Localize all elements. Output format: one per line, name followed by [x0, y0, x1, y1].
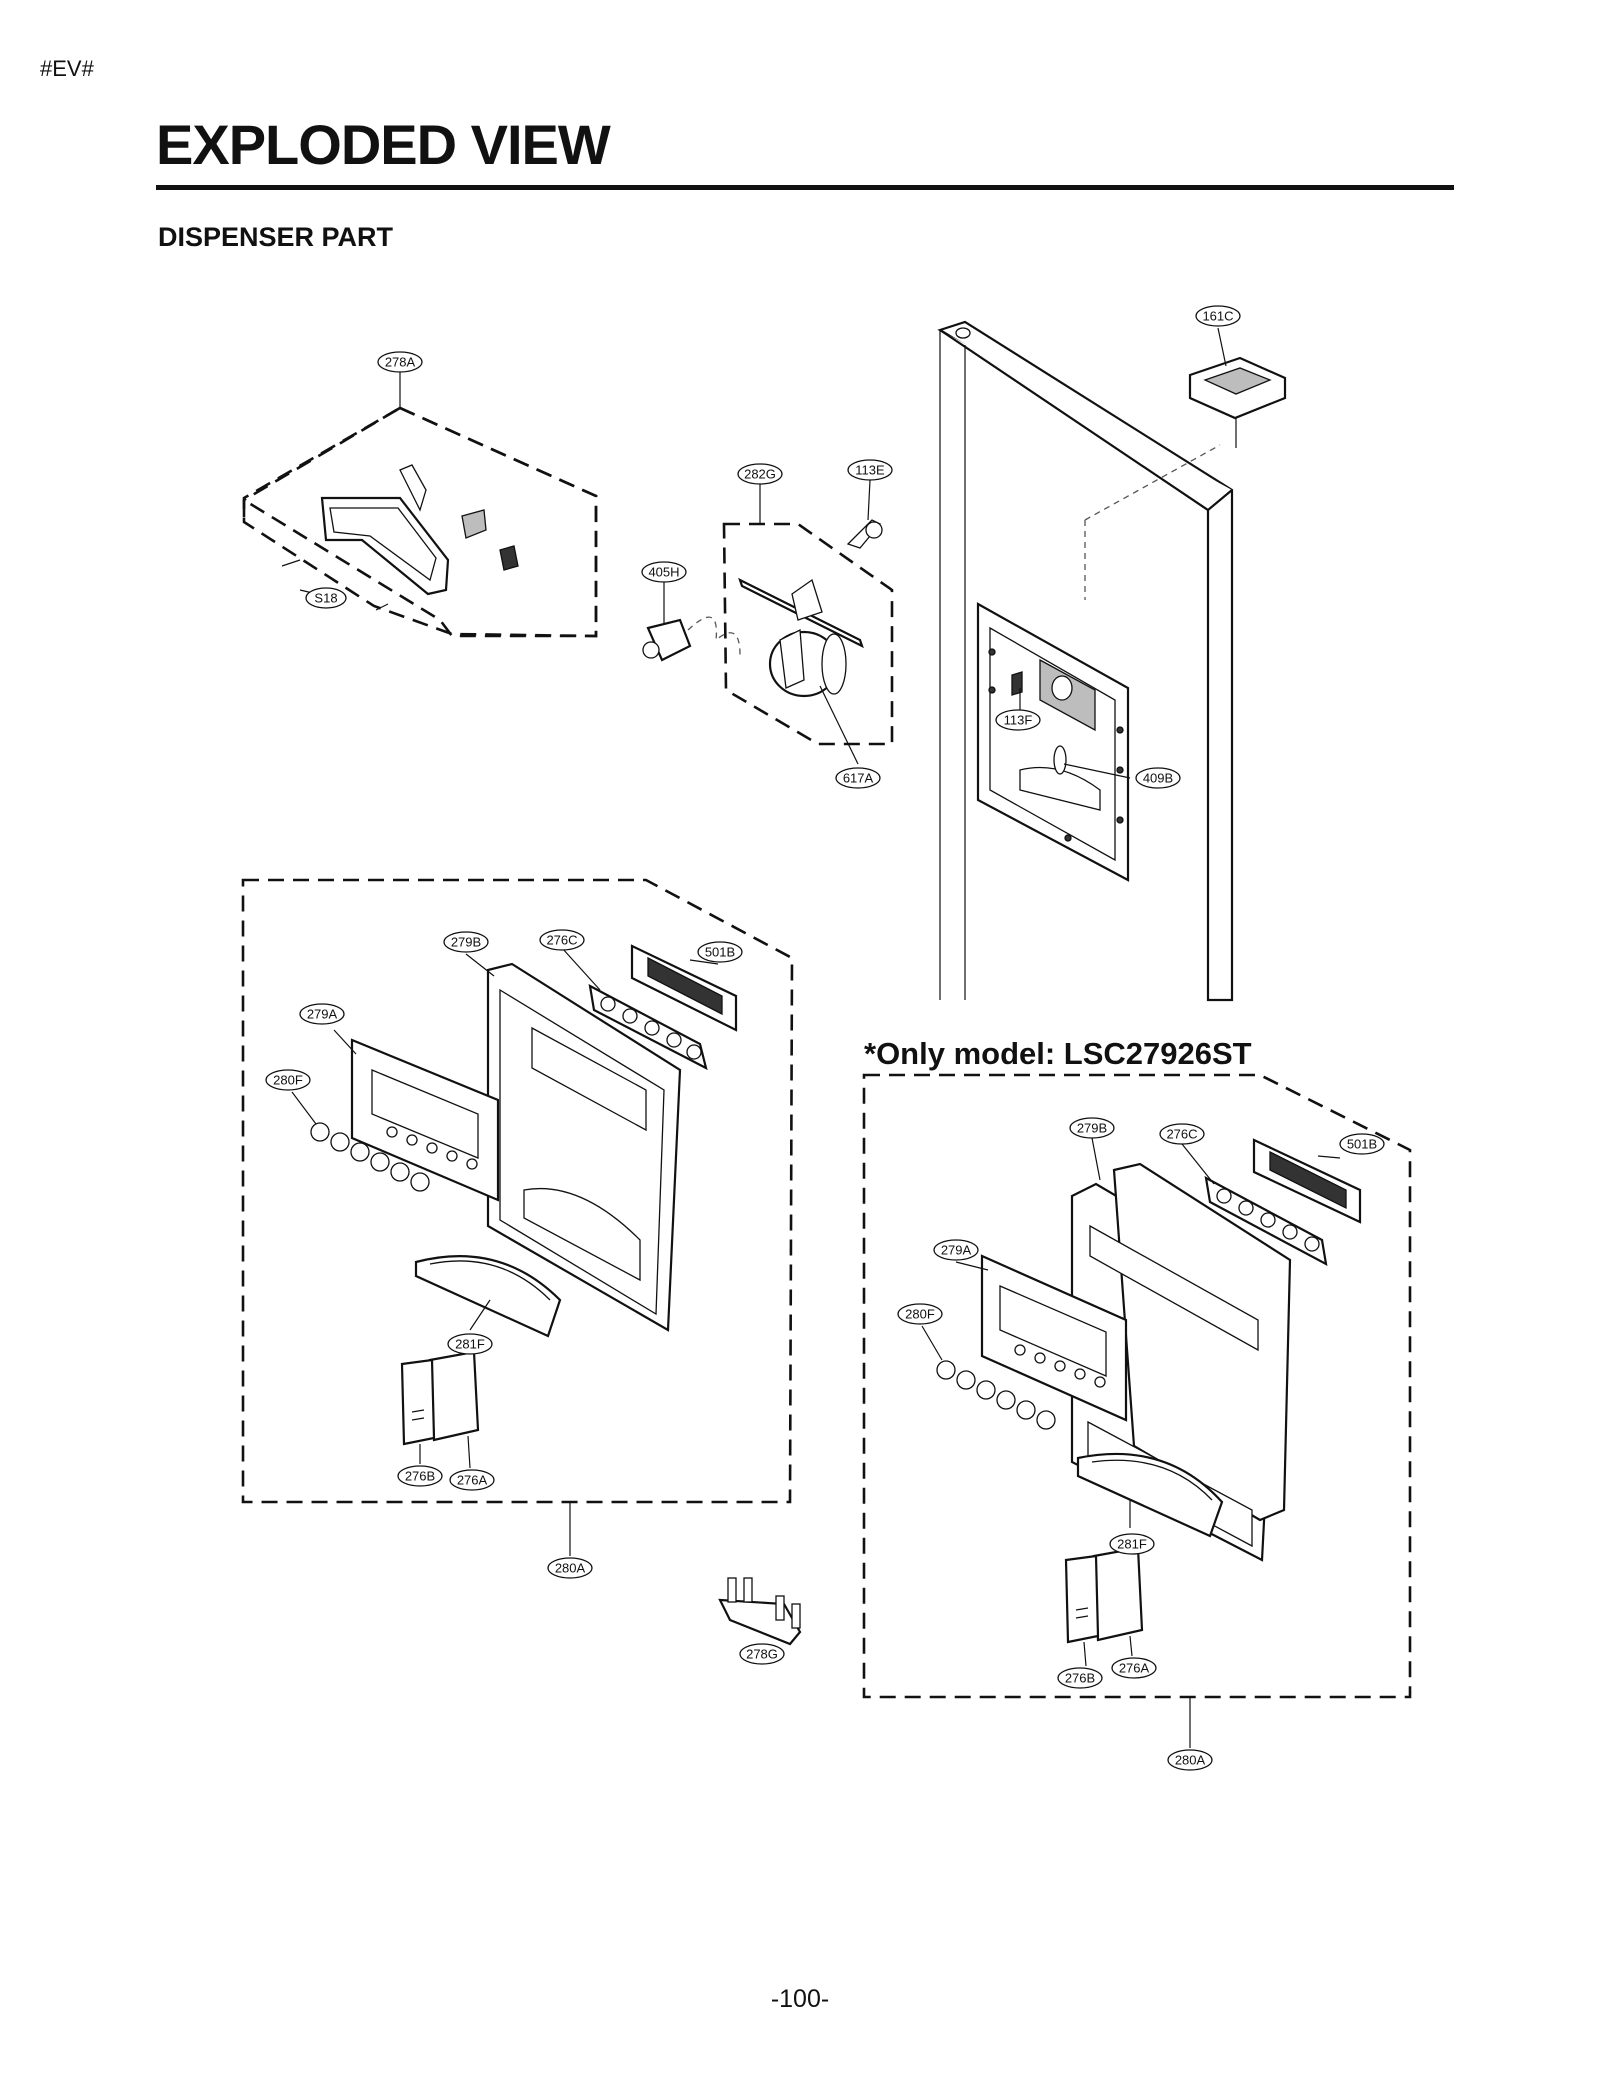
svg-text:279B: 279B	[1077, 1121, 1107, 1136]
svg-text:280A: 280A	[1175, 1753, 1206, 1768]
svg-text:280F: 280F	[905, 1307, 935, 1322]
svg-text:276B: 276B	[1065, 1671, 1095, 1686]
callout-276c-right: 276C	[1159, 1123, 1205, 1145]
svg-text:279A: 279A	[941, 1243, 972, 1258]
callout-279a-right: 279A	[933, 1239, 979, 1261]
svg-text:278G: 278G	[746, 1647, 778, 1662]
callout-278a: 278A	[377, 351, 423, 373]
drip-tray-281f-right	[1076, 1452, 1224, 1538]
dispenser-cover-left	[486, 962, 682, 1332]
svg-text:279B: 279B	[451, 935, 481, 950]
callout-279a-left: 279A	[299, 1003, 345, 1025]
callout-280a-right: 280A	[1167, 1749, 1213, 1771]
callout-280a-left: 280A	[547, 1557, 593, 1579]
svg-text:281F: 281F	[455, 1337, 485, 1352]
callout-281f-left: 281F	[447, 1333, 493, 1355]
svg-text:279A: 279A	[307, 1007, 338, 1022]
group-outline-280a-right	[862, 1073, 1412, 1699]
svg-text:276A: 276A	[1119, 1661, 1150, 1676]
svg-text:409B: 409B	[1143, 771, 1173, 786]
display-frame-279a-left	[350, 1038, 500, 1202]
callout-276c-left: 276C	[539, 929, 585, 951]
svg-text:276B: 276B	[405, 1469, 435, 1484]
callout-617a: 617A	[835, 767, 881, 789]
leader-lines	[291, 327, 1341, 1667]
svg-text:501B: 501B	[1347, 1137, 1377, 1152]
dispenser-recess	[976, 602, 1130, 882]
callout-405h: 405H	[641, 561, 687, 583]
callout-276b-right: 276B	[1057, 1667, 1103, 1689]
callout-161c: 161C	[1195, 305, 1241, 327]
buttons-280f-right	[936, 1360, 1056, 1430]
callout-280f-right: 280F	[897, 1303, 943, 1325]
callout-279b-right: 279B	[1069, 1117, 1115, 1139]
lever-276a-276b-right	[1064, 1546, 1144, 1644]
group-outline-278a-inner	[242, 406, 598, 638]
callout-280f-left: 280F	[265, 1069, 311, 1091]
callout-282g: 282G	[737, 463, 783, 485]
callout-278g: 278G	[739, 1643, 785, 1665]
section-title: DISPENSER PART	[158, 222, 394, 252]
svg-text:276C: 276C	[546, 933, 577, 948]
svg-text:405H: 405H	[648, 565, 679, 580]
svg-text:161C: 161C	[1202, 309, 1233, 324]
display-501b-right	[1252, 1138, 1362, 1224]
document-tag: #EV#	[40, 56, 94, 81]
group-outline-278a	[242, 406, 598, 638]
svg-text:113F: 113F	[1004, 713, 1033, 728]
page-title: EXPLODED VIEW	[156, 113, 611, 176]
bracket-278g	[718, 1577, 802, 1652]
callout-276a-left: 276A	[449, 1469, 495, 1491]
svg-text:276C: 276C	[1166, 1127, 1197, 1142]
svg-text:113E: 113E	[855, 463, 885, 478]
button-bar-276c-right	[1204, 1175, 1328, 1267]
door-panel	[937, 320, 1234, 1002]
callout-276b-left: 276B	[397, 1465, 443, 1487]
svg-text:617A: 617A	[843, 771, 874, 786]
callout-501b-left: 501B	[697, 941, 743, 963]
solenoid-405h	[642, 616, 741, 662]
group-outline-280a-left	[241, 878, 794, 1504]
lever-276a-276b-left	[400, 1350, 480, 1446]
title-rule	[156, 185, 1454, 190]
switch-housing	[281, 464, 519, 611]
callout-279b-left: 279B	[443, 931, 489, 953]
model-note: *Only model: LSC27926ST	[864, 1036, 1252, 1071]
callout-276a-right: 276A	[1111, 1657, 1157, 1679]
callout-s18: S18	[305, 587, 347, 609]
actuator-617a	[738, 577, 864, 698]
callout-113f: 113F	[995, 709, 1041, 731]
svg-text:276A: 276A	[457, 1473, 488, 1488]
svg-text:280A: 280A	[555, 1561, 586, 1576]
svg-text:280F: 280F	[273, 1073, 303, 1088]
drip-tray-281f-left	[414, 1255, 562, 1338]
svg-text:501B: 501B	[705, 945, 735, 960]
cover-161c	[1188, 356, 1287, 448]
callout-113e: 113E	[847, 459, 893, 481]
button-bar-276c-left	[588, 983, 708, 1071]
callout-409b: 409B	[1135, 767, 1181, 789]
spring-113e	[846, 519, 883, 549]
display-frame-279a-right	[980, 1254, 1128, 1422]
svg-text:282G: 282G	[744, 467, 776, 482]
callout-281f-right: 281F	[1109, 1533, 1155, 1555]
svg-text:278A: 278A	[385, 355, 416, 370]
svg-text:281F: 281F	[1117, 1537, 1147, 1552]
callout-501b-right: 501B	[1339, 1133, 1385, 1155]
buttons-280f-left	[310, 1122, 430, 1192]
display-501b-left	[630, 944, 738, 1032]
page-number: -100-	[770, 1985, 830, 2013]
svg-text:S18: S18	[314, 591, 337, 606]
